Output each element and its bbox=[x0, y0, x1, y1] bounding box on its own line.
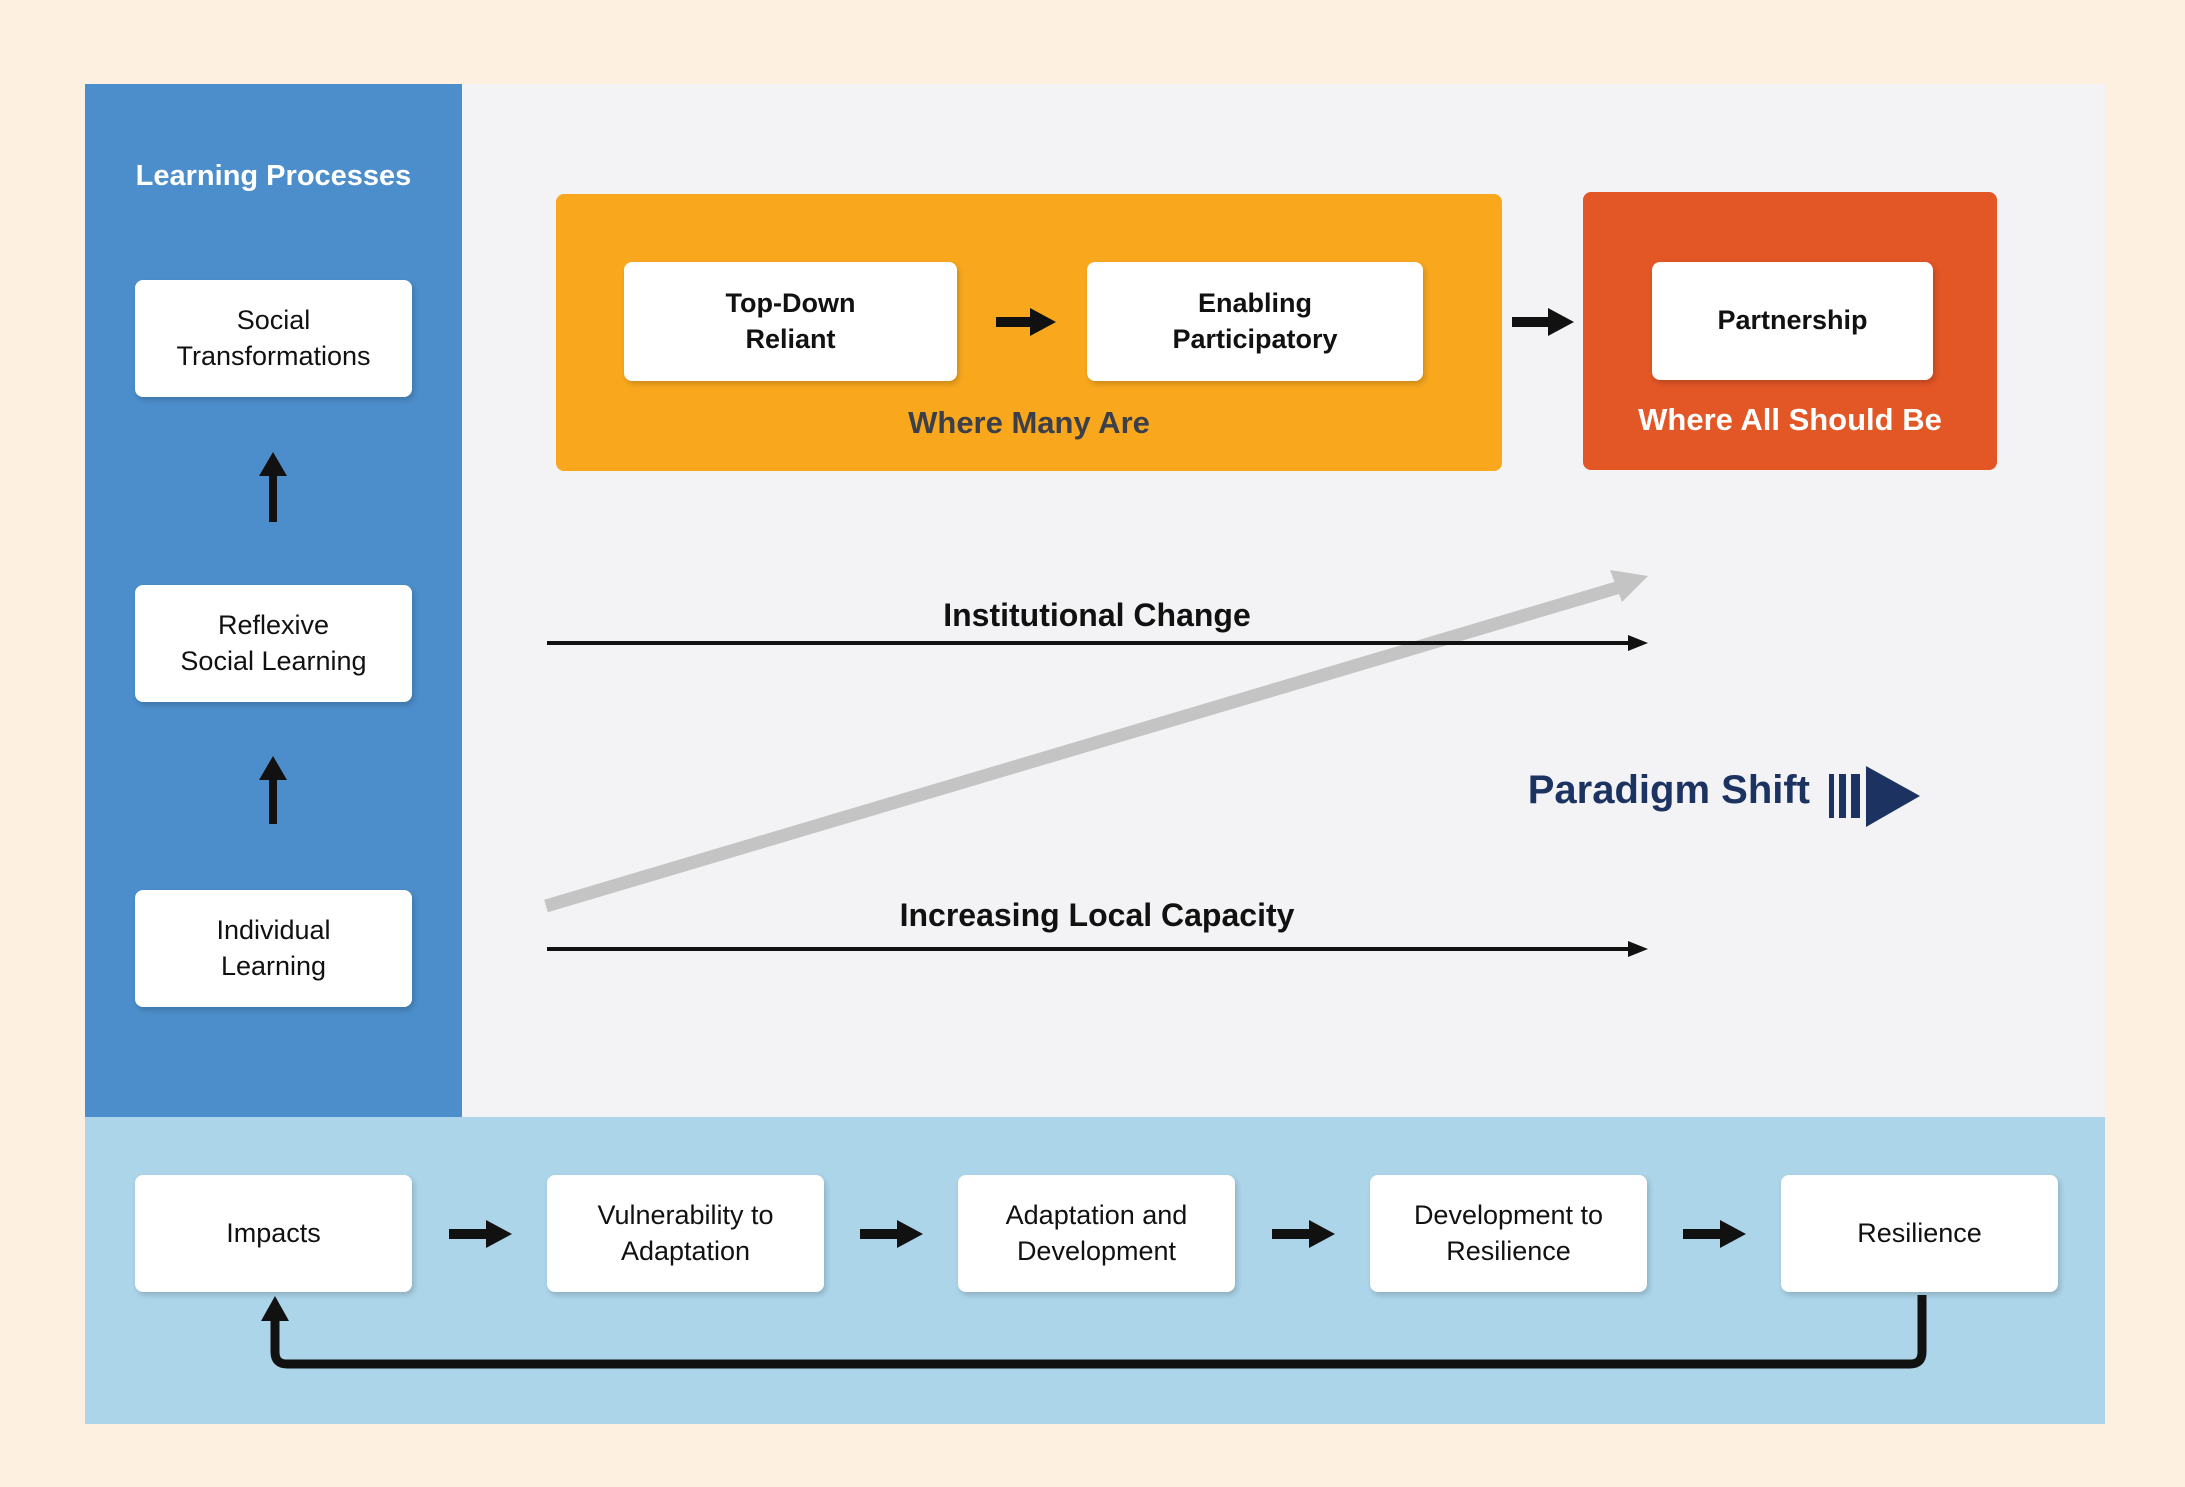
stage-partnership: Partnership bbox=[1652, 262, 1933, 380]
cycle-vulnerability-to-adaptation: Vulnerability to Adaptation bbox=[547, 1175, 824, 1292]
increasing-local-capacity-label: Increasing Local Capacity bbox=[899, 897, 1295, 933]
cycle-impacts: Impacts bbox=[135, 1175, 412, 1292]
stage-enabling-participatory: Enabling Participatory bbox=[1087, 262, 1423, 381]
stage-top-down-reliant: Top-Down Reliant bbox=[624, 262, 957, 381]
cycle-resilience: Resilience bbox=[1781, 1175, 2058, 1292]
where-all-should-be-caption: Where All Should Be bbox=[1638, 402, 1942, 437]
cycle-development-to-resilience: Development to Resilience bbox=[1370, 1175, 1647, 1292]
paradigm-shift-label: Paradigm Shift bbox=[1527, 768, 1810, 812]
learning-social-transformations: Social Transformations bbox=[135, 280, 412, 397]
cycle-adaptation-and-development: Adaptation and Development bbox=[958, 1175, 1235, 1292]
learning-reflexive-social-learning: Reflexive Social Learning bbox=[135, 585, 412, 702]
learning-processes-title: Learning Processes bbox=[135, 160, 412, 192]
institutional-change-label: Institutional Change bbox=[943, 597, 1251, 633]
learning-individual-learning: Individual Learning bbox=[135, 890, 412, 1007]
where-many-are-caption: Where Many Are bbox=[908, 405, 1150, 440]
